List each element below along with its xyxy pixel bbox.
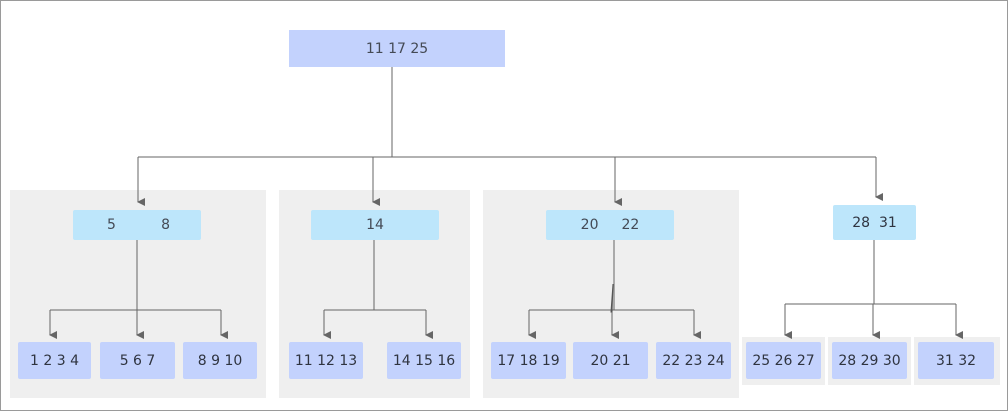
internal-node-20-22: 20 22 [546,210,674,240]
root-node: 11 17 25 [289,30,505,67]
internal-node-5-8: 5 8 [73,210,201,240]
leaf-node: 31 32 [918,342,994,379]
leaf-node: 8 9 10 [183,342,257,379]
internal-node-key: 20 [580,217,599,233]
leaf-node: 17 18 19 [491,342,566,379]
leaf-node: 22 23 24 [656,342,731,379]
leaf-node: 20 21 [573,342,648,379]
leaf-node-label: 8 9 10 [197,352,243,369]
leaf-node: 5 6 7 [100,342,175,379]
internal-node-key: 8 [161,217,170,233]
leaf-node-label: 20 21 [590,352,631,369]
leaf-node: 28 29 30 [832,342,907,379]
internal-node-key: 14 [366,217,384,233]
leaf-node-label: 31 32 [935,352,977,369]
internal-node-key: 22 [621,217,640,233]
internal-node-label: 28 31 [852,214,897,231]
leaf-node: 11 12 13 [289,342,363,379]
leaf-node-label: 28 29 30 [838,352,901,369]
internal-node-28-31: 28 31 [833,205,916,240]
internal-node-key: 5 [107,217,116,233]
leaf-node-label: 11 12 13 [294,352,358,369]
leaf-node-label: 5 6 7 [119,352,156,369]
leaf-node-label: 22 23 24 [662,352,725,369]
leaf-node-label: 17 18 19 [497,352,560,369]
leaf-node-label: 14 15 16 [392,352,456,369]
leaf-node: 25 26 27 [746,342,821,379]
leaf-node: 1 2 3 4 [18,342,91,379]
leaf-node-label: 25 26 27 [752,352,815,369]
leaf-node: 14 15 16 [387,342,461,379]
leaf-node-label: 1 2 3 4 [30,352,79,369]
internal-node-14: 14 [311,210,439,240]
root-node-label: 11 17 25 [365,40,429,57]
